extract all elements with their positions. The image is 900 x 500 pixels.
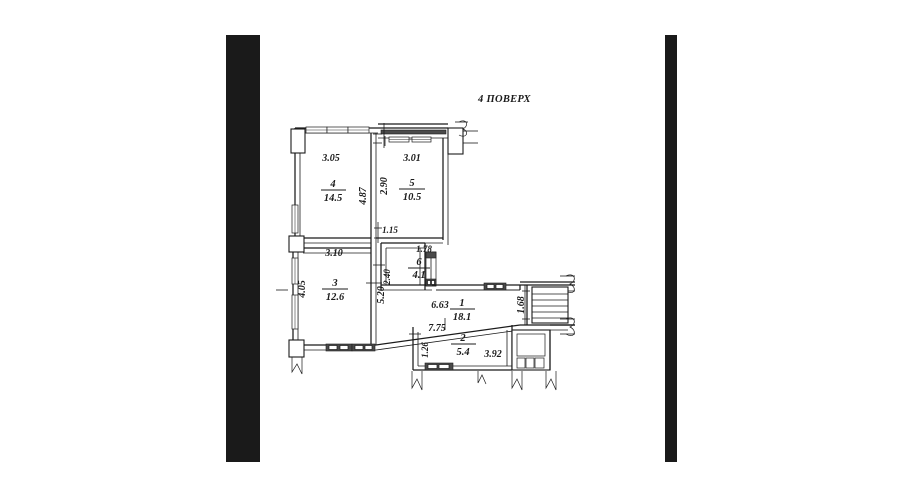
dim-stair-width: 1.68 [516, 296, 527, 314]
room-label-4: 4 14.5 [321, 179, 346, 204]
room-label-1: 1 18.1 [450, 298, 475, 323]
balcony-top-right [447, 120, 478, 155]
exit-arrow-right-lower [560, 317, 575, 336]
exit-arrow-bottom-left [291, 357, 303, 375]
bottom-wing-door [424, 362, 454, 371]
room-3-number: 3 [331, 278, 337, 289]
dim-corridor-top: 6.63 [431, 300, 449, 311]
dimension-labels: 3.05 4.87 2.90 3.01 1.15 1.78 2.40 3.10 … [297, 153, 527, 360]
upper-block-walls [294, 127, 378, 244]
room5-window-mullions [373, 123, 432, 148]
room-label-2: 2 5.4 [451, 333, 476, 358]
dim-room4-height: 4.87 [358, 186, 369, 206]
room-5-number: 5 [409, 178, 414, 189]
room-6-area: 4.1 [411, 270, 425, 281]
dim-room3-left: 4.05 [297, 280, 308, 299]
exit-arrows-bottom [411, 371, 557, 391]
room-4-area: 14.5 [324, 193, 342, 204]
room-label-3: 3 12.6 [322, 278, 348, 303]
dim-room6-width: 1.78 [416, 244, 432, 254]
room3-bottom-doors [325, 343, 376, 352]
column-top-left [290, 128, 306, 154]
elevator-block [511, 324, 575, 371]
right-border-bar [665, 35, 677, 462]
room-label-5: 5 10.5 [399, 178, 425, 203]
dim-room3-right: 5.20 [376, 286, 387, 304]
room-2-number: 2 [459, 333, 466, 344]
dim-room3-width: 3.10 [324, 248, 343, 259]
dim-room5-width: 3.01 [402, 153, 421, 164]
plumbing-shaft [425, 251, 437, 287]
dim-room6-height: 2.40 [382, 269, 392, 286]
room-labels: 4 14.5 5 10.5 3 12.6 6 4.1 [321, 178, 476, 358]
dim-corridor-bottom: 7.75 [428, 323, 446, 334]
room6-walls [373, 222, 432, 291]
dim-room5-height: 2.90 [379, 177, 390, 196]
room-6-number: 6 [416, 257, 422, 268]
corridor-door-upper [483, 282, 507, 291]
room-1-area: 18.1 [453, 312, 471, 323]
room-2-area: 5.4 [456, 347, 469, 358]
plan-title: 4 ПОВЕРХ [477, 94, 531, 105]
dim-room4-width: 3.05 [321, 153, 340, 164]
room-label-6: 6 4.1 [408, 257, 430, 281]
column-bottom-left [288, 339, 305, 358]
left-border-bar [226, 35, 260, 462]
room-5-area: 10.5 [403, 192, 421, 203]
room-4-number: 4 [329, 179, 335, 190]
left-wall-windows [291, 204, 299, 330]
room4-window-group [305, 126, 370, 134]
dim-hall-notch: 1.15 [382, 225, 398, 235]
stairwell [522, 285, 569, 325]
room-3-area: 12.6 [326, 292, 345, 303]
dim-room2-right: 3.92 [483, 349, 502, 360]
dim-corridor-short: 1.26 [420, 342, 430, 358]
column-mid-left [288, 235, 305, 253]
room-1-number: 1 [459, 298, 464, 309]
